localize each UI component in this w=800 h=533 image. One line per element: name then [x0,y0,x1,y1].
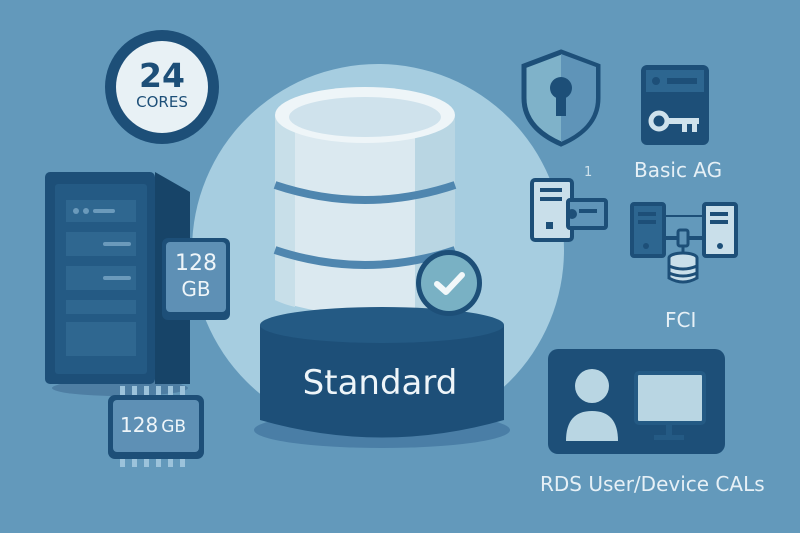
memory-card-unit: GB [181,277,211,301]
memory-chip-size: 128 [120,413,159,437]
cores-unit: CORES [136,93,188,111]
memory-chip-unit: GB [161,417,187,437]
fci-label: FCI [665,308,697,332]
footnote-marker: 1 [584,165,593,180]
edition-pedestal [248,305,518,455]
server-tower-icon [40,170,200,400]
cluster-icon [630,200,742,288]
server-key-icon [640,64,710,146]
rds-cals-label: RDS User/Device CALs [540,472,765,496]
memory-card: 128 GB [162,238,230,320]
check-icon [416,250,482,316]
basic-ag-label: Basic AG [634,158,723,182]
user-device-icon [548,349,725,454]
cores-badge: 24 CORES [105,30,219,144]
edition-label: Standard [302,363,458,403]
cores-number: 24 [139,56,185,95]
shield-keyhole-icon [518,48,604,148]
server-card-icon [530,178,610,244]
memory-card-size: 128 [175,251,217,276]
